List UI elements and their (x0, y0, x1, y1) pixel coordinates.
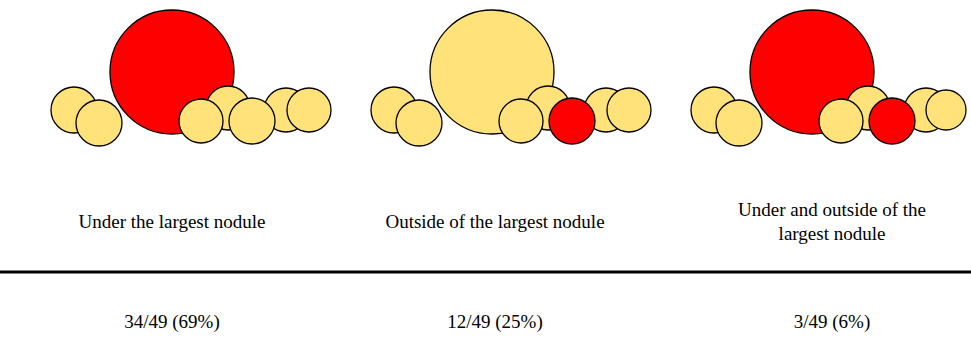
category-label: Under and outside of the largest nodule (714, 198, 950, 246)
count-label: 12/49 (25%) (395, 310, 595, 334)
count-label: 3/49 (6%) (732, 310, 932, 334)
category-label: Under the largest nodule (22, 210, 322, 234)
count-label: 34/49 (69%) (72, 310, 272, 334)
nodule-group (51, 10, 331, 146)
category-label: Outside of the largest nodule (345, 210, 645, 234)
divider-rule (0, 271, 971, 274)
nodule-group (371, 10, 651, 146)
nodule-group (691, 10, 966, 146)
